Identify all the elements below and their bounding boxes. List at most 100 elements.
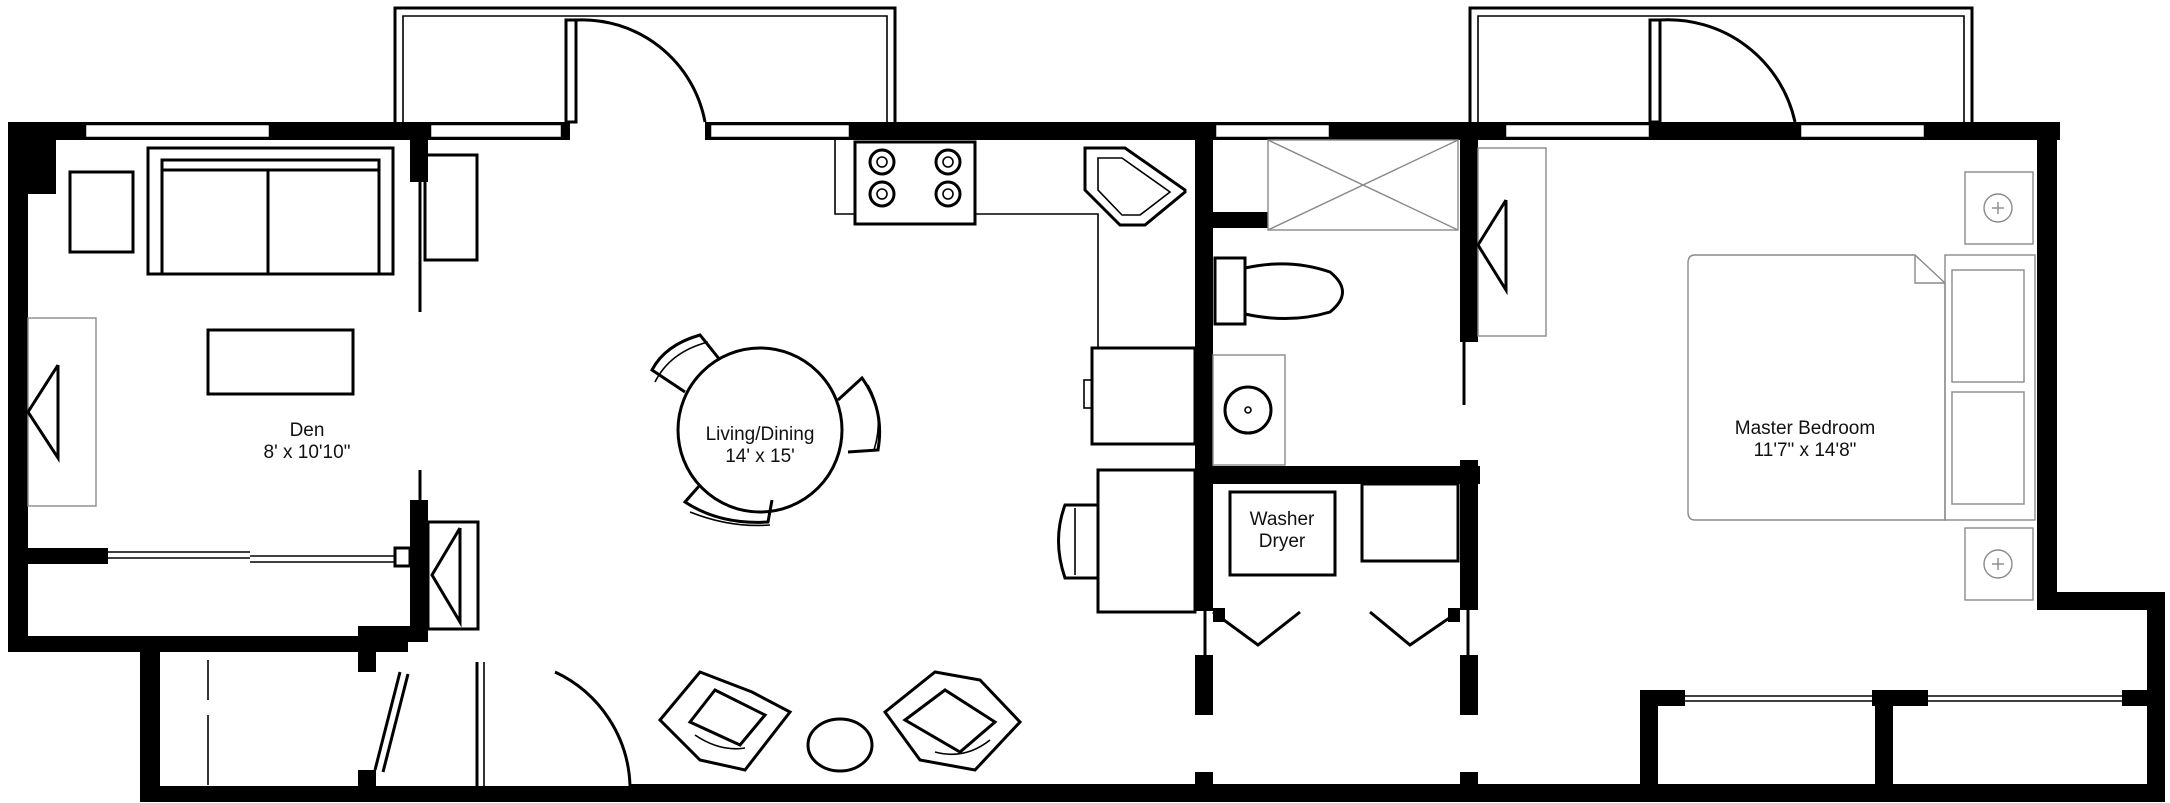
- shower-diagonal-2: [1267, 139, 1459, 231]
- window-bedroom-right: [1798, 122, 1927, 140]
- bathroom: [1212, 139, 1547, 466]
- den-tv-right-icon: [430, 527, 462, 628]
- balcony-right-rail-inner: [1477, 15, 1965, 122]
- stove-burner-3-inner: [876, 188, 888, 200]
- dining-chair-2-back: [867, 384, 880, 451]
- bed: [1687, 254, 1946, 521]
- wall-kitchen-bath-spine: [1195, 122, 1213, 467]
- lounge-chair-left-cushion: [694, 734, 746, 750]
- bath-linen-closet: [1477, 147, 1547, 337]
- kitchen-sink-basin: [1097, 157, 1172, 216]
- toilet-bowl: [1244, 262, 1344, 320]
- coffee-table: [206, 328, 355, 396]
- bath-sink: [1223, 385, 1273, 435]
- balcony-right-door-swing: [1659, 18, 1797, 123]
- wall-bedroom-closet-right-cap: [2122, 690, 2165, 706]
- room-labels: Den 8' x 10'10" Living/Dining 14' x 15' …: [264, 418, 1876, 552]
- entry-door-swing: [554, 670, 632, 787]
- sofa-frame: [146, 146, 395, 276]
- stove-burner-2: [934, 148, 962, 176]
- laundry-bifold-right: [1369, 610, 1459, 647]
- wall-bottom-left: [140, 786, 630, 802]
- window-bath: [1213, 122, 1332, 140]
- master-bedroom-size: 11'7" x 14'8": [1754, 440, 1857, 461]
- wall-den-entry-stub: [358, 626, 376, 672]
- wall-bedroom-closet-divider: [1875, 690, 1893, 802]
- lamp-bottom: [1983, 549, 2013, 579]
- lounge-chair-right: [882, 670, 1023, 772]
- balcony-left-door-swing: [575, 18, 707, 123]
- laundry-bifold-left: [1212, 610, 1301, 647]
- wall-laundry-top: [1195, 466, 1480, 484]
- washer-dryer: [1228, 490, 1337, 577]
- walls: [8, 122, 2165, 802]
- master-bedroom-furniture: [1687, 171, 2036, 601]
- lamp-top: [1983, 193, 2013, 223]
- wall-base-post-2: [1460, 772, 1478, 802]
- dining-chair-1-back: [654, 341, 709, 383]
- bath-linen-icon: [1476, 199, 1508, 296]
- wall-bedroom-closet-divider-cap: [1872, 690, 1928, 706]
- laundry-label-dryer: Dryer: [1259, 531, 1306, 552]
- wall-bath-shower-stub: [1213, 212, 1268, 228]
- lounge-chair-left: [657, 670, 793, 772]
- den-end-table: [68, 170, 135, 254]
- laundry: [1203, 482, 1470, 715]
- laundry-jamb-left: [1213, 608, 1225, 622]
- laundry-shelf: [1360, 482, 1460, 563]
- pillow-1: [1951, 269, 2025, 383]
- wall-bedroom-closet-left: [1640, 690, 1658, 802]
- stove-burner-4: [934, 180, 962, 208]
- stove-burner-4-inner: [942, 188, 954, 200]
- den-tv-icon: [26, 364, 60, 464]
- entry-closet-door-2: [381, 673, 410, 773]
- den-side-table: [423, 153, 479, 262]
- refrigerator-handle: [1083, 379, 1093, 409]
- lounge-chair-right-cushion: [934, 739, 991, 756]
- bed-sheet-fold: [1914, 255, 1945, 284]
- wall-den-left-corner: [8, 122, 56, 194]
- living-dining-label: Living/Dining: [706, 424, 815, 445]
- wall-entry-closet-left: [140, 652, 160, 800]
- pillow-2: [1951, 391, 2025, 505]
- wall-den-left: [8, 122, 28, 652]
- wall-base-post-1: [1195, 772, 1213, 802]
- dining-chair-3: [682, 484, 774, 524]
- kitchen: [834, 138, 1197, 614]
- living-dining-size: 14' x 15': [725, 446, 795, 467]
- stove-burner-2-inner: [942, 156, 954, 168]
- master-bedroom-label: Master Bedroom: [1735, 418, 1875, 439]
- den-furniture: [26, 146, 480, 631]
- den-tv-stand-right: [426, 520, 480, 631]
- den-size: 8' x 10'10": [264, 442, 351, 463]
- bath-vanity: [1212, 354, 1286, 466]
- stove-burner-1-inner: [876, 156, 888, 168]
- den-label: Den: [290, 420, 325, 441]
- lounge-chair-left-seat: [687, 688, 768, 747]
- kitchen-desk: [1096, 468, 1197, 614]
- kitchen-sink: [1083, 146, 1187, 227]
- entry-closet-door-1: [373, 671, 402, 771]
- balcony-right-door-leaf: [1648, 18, 1662, 124]
- balcony-left-door-leaf: [564, 18, 578, 124]
- dining-chair-1: [650, 333, 722, 394]
- dining-chair-2: [836, 375, 882, 454]
- window-bedroom-left: [1503, 122, 1652, 140]
- wall-laundry-right: [1460, 460, 1478, 610]
- balcony-right-rail-outer: [1468, 6, 1974, 122]
- dining-table: [676, 346, 844, 514]
- den-closet-door-stop: [393, 546, 412, 568]
- balcony-left: [393, 6, 897, 124]
- window-den: [83, 122, 272, 140]
- entry-closet: [207, 660, 632, 787]
- sofa-seat: [160, 168, 381, 276]
- wall-laundry-left: [1195, 466, 1213, 611]
- desk-chair: [1057, 503, 1100, 580]
- balcony-left-rail-inner: [402, 15, 888, 122]
- laundry-label-washer: Washer: [1250, 509, 1315, 530]
- wall-bath-bedroom: [1460, 122, 1478, 342]
- window-living-left: [428, 122, 564, 140]
- window-living-right: [708, 122, 852, 140]
